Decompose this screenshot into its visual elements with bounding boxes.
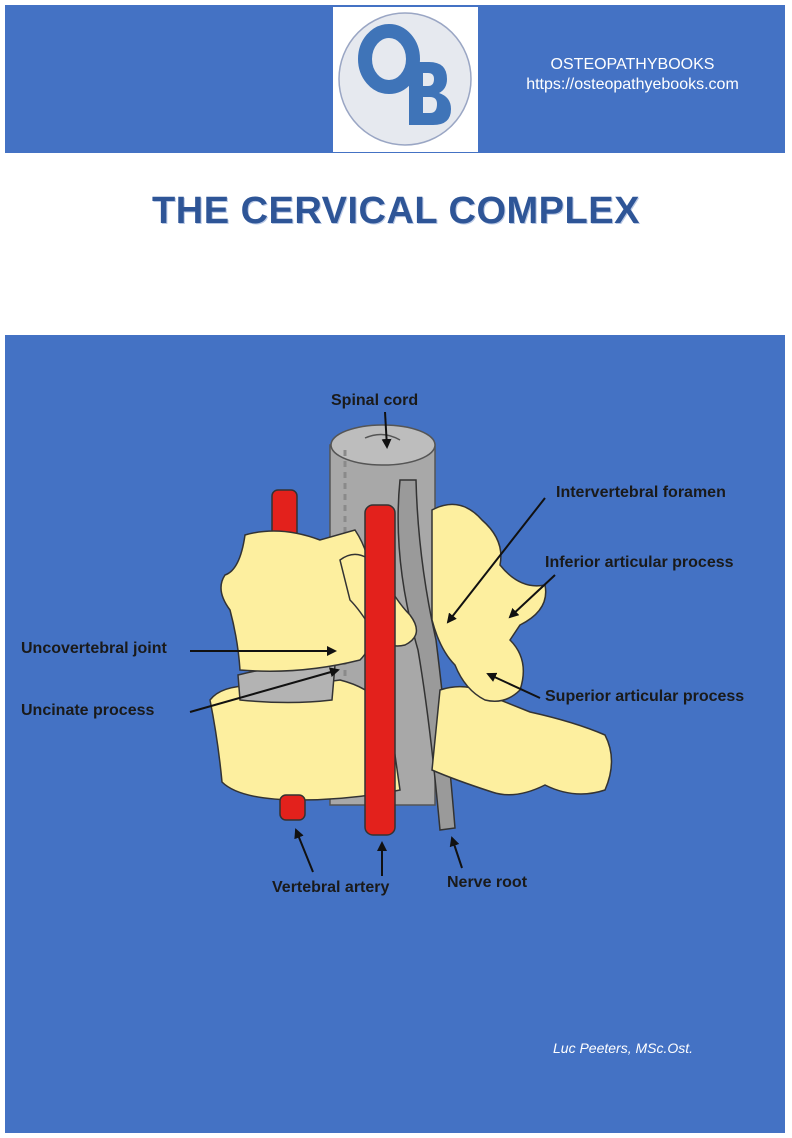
label-spinal-cord: Spinal cord bbox=[331, 392, 419, 409]
label-intervertebral-foramen: Intervertebral foramen bbox=[556, 484, 726, 501]
logo-emblem bbox=[338, 12, 472, 146]
vertebral-artery-center bbox=[364, 504, 396, 836]
upper-vertebra-left bbox=[220, 529, 375, 672]
label-inferior-articular-process: Inferior articular process bbox=[545, 554, 734, 571]
label-vertebral-artery: Vertebral artery bbox=[272, 879, 390, 896]
author-credit: Luc Peeters, MSc.Ost. bbox=[553, 1040, 694, 1056]
label-uncovertebral-joint: Uncovertebral joint bbox=[21, 640, 167, 657]
label-nerve-root: Nerve root bbox=[447, 874, 528, 891]
publisher-url[interactable]: https://osteopathyebooks.com bbox=[526, 76, 739, 93]
page-title: THE CERVICAL COMPLEX bbox=[152, 190, 640, 232]
upper-vertebra-right bbox=[431, 503, 547, 702]
publisher-name: OSTEOPATHYBOOKS bbox=[550, 56, 715, 73]
publisher-info: OSTEOPATHYBOOKS https://osteopathyebooks… bbox=[500, 55, 765, 95]
label-superior-articular-process: Superior articular process bbox=[545, 688, 745, 705]
vertebral-artery-left-bottom bbox=[279, 794, 306, 821]
label-pointers bbox=[189, 411, 556, 876]
publisher-logo bbox=[333, 7, 478, 152]
label-uncinate-process: Uncinate process bbox=[21, 702, 155, 719]
